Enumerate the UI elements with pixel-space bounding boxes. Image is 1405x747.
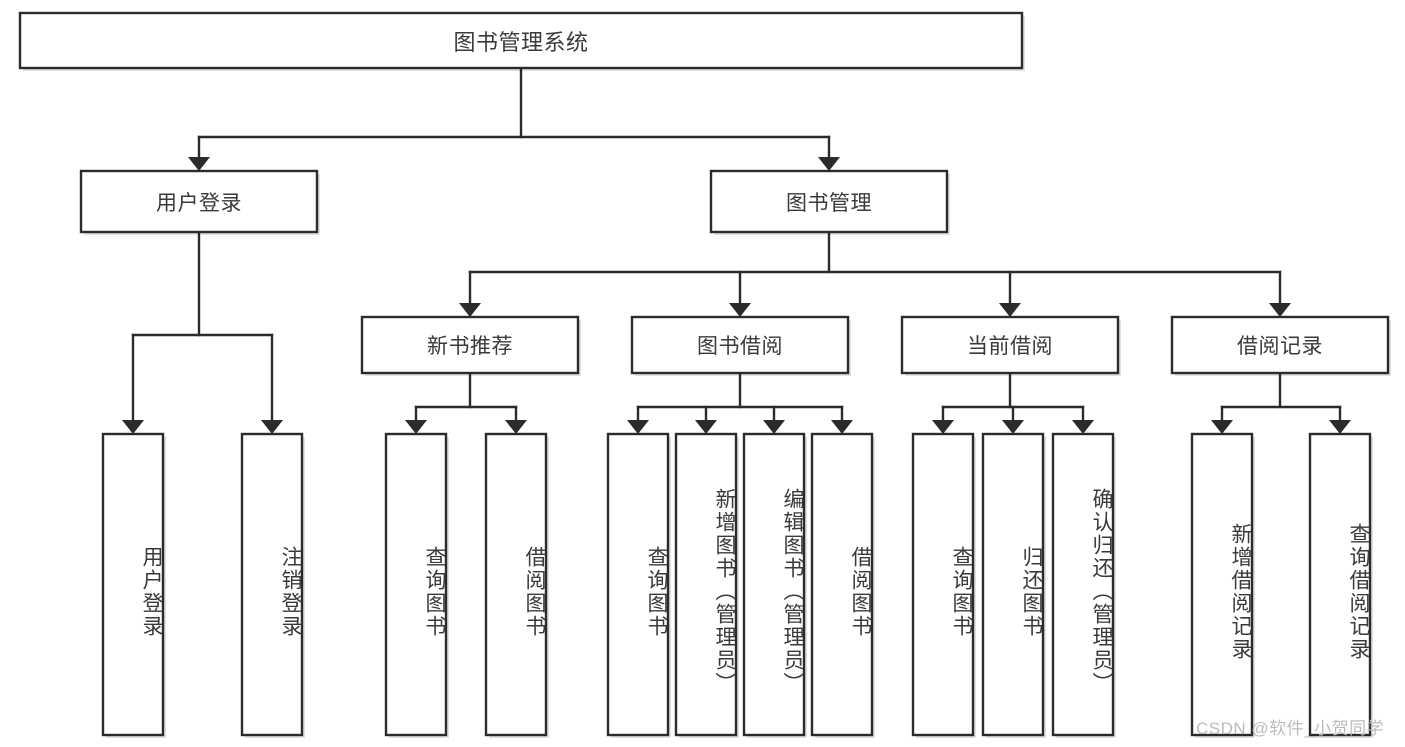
- node-box-leaf-query-book-recommend[interactable]: [384, 432, 448, 737]
- node-box-leaf-query-book-current[interactable]: [911, 432, 975, 737]
- node-box-leaf-user-login[interactable]: [101, 432, 165, 737]
- node-box-leaf-query-book-borrow[interactable]: [606, 432, 670, 737]
- node-box-layer: [18, 11, 1390, 737]
- csdn-watermark: CSDN @软件_小贺同学: [1196, 719, 1385, 738]
- node-box-borrow-record[interactable]: [1170, 315, 1390, 375]
- connector-new-book-recommend-bus: [405, 371, 527, 434]
- node-box-book-management[interactable]: [709, 169, 949, 234]
- node-box-leaf-user-logout[interactable]: [240, 432, 304, 737]
- node-box-root[interactable]: [18, 11, 1024, 70]
- node-box-leaf-add-book[interactable]: [674, 432, 738, 737]
- node-box-leaf-add-borrow-record[interactable]: [1190, 432, 1254, 737]
- node-box-leaf-borrow-book-recommend[interactable]: [484, 432, 548, 737]
- connector-current-borrow-bus: [932, 371, 1094, 434]
- node-box-leaf-query-borrow-record[interactable]: [1308, 432, 1372, 737]
- connector-user-login-bus: [122, 230, 283, 434]
- node-box-user-login[interactable]: [79, 169, 319, 234]
- connector-root-bus: [188, 66, 840, 171]
- node-box-leaf-edit-book[interactable]: [742, 432, 806, 737]
- connector-layer: [122, 66, 1351, 434]
- connector-borrow-record-bus: [1211, 371, 1351, 434]
- node-box-current-borrow[interactable]: [900, 315, 1120, 375]
- connector-book-borrow-bus: [627, 371, 853, 434]
- node-box-leaf-borrow-book[interactable]: [810, 432, 874, 737]
- node-box-book-borrow[interactable]: [630, 315, 850, 375]
- node-box-leaf-return-book[interactable]: [981, 432, 1045, 737]
- connector-book-management-bus: [459, 230, 1291, 317]
- node-box-leaf-confirm-return[interactable]: [1051, 432, 1115, 737]
- node-box-new-book-recommend[interactable]: [360, 315, 580, 375]
